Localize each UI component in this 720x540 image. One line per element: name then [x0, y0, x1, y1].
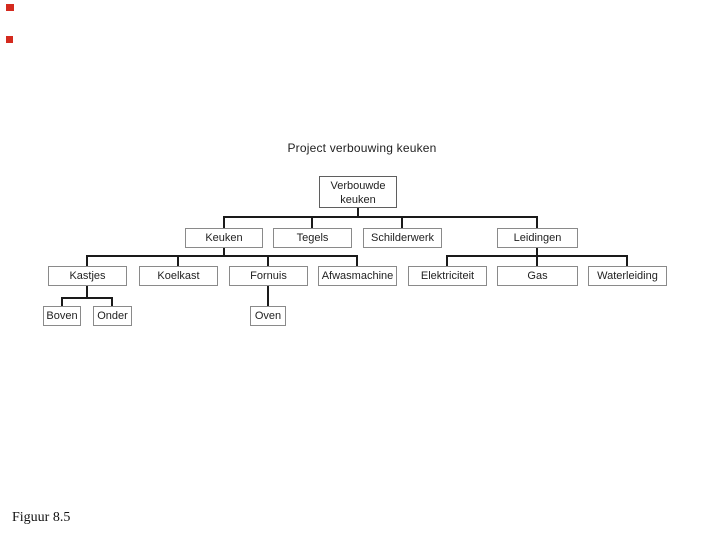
connector-afwasmachine-tick — [356, 255, 358, 267]
connector-keuken-children-bar — [86, 255, 358, 257]
node-elektriciteit: Elektriciteit — [408, 266, 487, 286]
red-mark-bottom — [6, 36, 13, 43]
red-mark-top — [6, 4, 14, 11]
connector-elektriciteit-tick — [446, 255, 448, 267]
connector-root-drop — [357, 208, 359, 218]
node-kastjes: Kastjes — [48, 266, 127, 286]
connector-keuken-drop — [223, 248, 225, 257]
node-leidingen: Leidingen — [497, 228, 578, 248]
connector-gas-tick — [536, 255, 538, 267]
connector-leidingen-drop — [536, 248, 538, 257]
node-tegels: Tegels — [273, 228, 352, 248]
node-verbouwde-keuken: Verbouwde keuken — [319, 176, 397, 208]
node-gas: Gas — [497, 266, 578, 286]
connector-onder-tick — [111, 297, 113, 306]
node-boven: Boven — [43, 306, 81, 326]
connector-kastjes-tick — [86, 255, 88, 267]
connector-keuken-tick — [223, 216, 225, 228]
connector-fornuis-oven-drop — [267, 286, 269, 306]
node-fornuis: Fornuis — [229, 266, 308, 286]
connector-level2-bar — [223, 216, 538, 218]
node-koelkast: Koelkast — [139, 266, 218, 286]
node-onder: Onder — [93, 306, 132, 326]
connector-schilderwerk-tick — [401, 216, 403, 228]
diagram-title: Project verbouwing keuken — [287, 141, 437, 155]
node-keuken: Keuken — [185, 228, 263, 248]
node-afwasmachine: Afwasmachine — [318, 266, 397, 286]
connector-fornuis-tick — [267, 255, 269, 267]
figure-caption: Figuur 8.5 — [12, 510, 71, 525]
connector-kastjes-children-bar — [61, 297, 113, 299]
connector-koelkast-tick — [177, 255, 179, 267]
node-oven: Oven — [250, 306, 286, 326]
connector-waterleiding-tick — [626, 255, 628, 267]
connector-kastjes-drop — [86, 286, 88, 297]
connector-boven-tick — [61, 297, 63, 306]
connector-tegels-tick — [311, 216, 313, 228]
node-waterleiding: Waterleiding — [588, 266, 667, 286]
connector-leidingen-tick — [536, 216, 538, 228]
node-schilderwerk: Schilderwerk — [363, 228, 442, 248]
